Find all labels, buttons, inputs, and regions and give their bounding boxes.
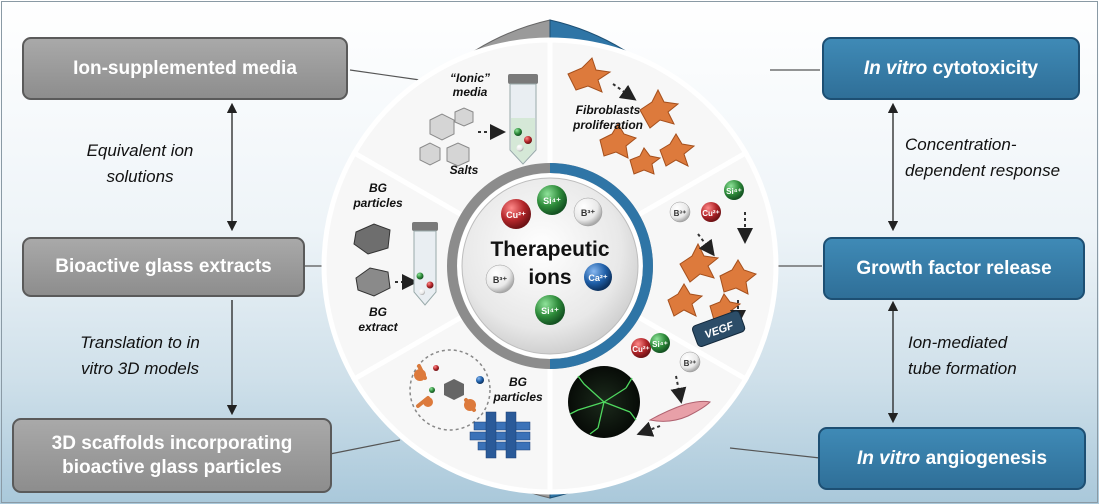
ion-mediated-line1: Ion-mediated (908, 333, 1008, 352)
equivalent-ion-line2: solutions (106, 166, 174, 186)
in-vitro-angiogenesis-box: In vitro angiogenesis (818, 427, 1086, 490)
fibroblasts-label-1: Fibroblasts (576, 103, 641, 117)
ion-si-label: Si⁴⁺ (543, 196, 561, 206)
ion-b-icon (573, 197, 603, 227)
bg-extract-label-1: BG (369, 305, 387, 319)
ion-ca-icon (584, 263, 612, 291)
dotted-arrow (636, 421, 661, 437)
growth-factor-release-label: Growth factor release (856, 257, 1052, 279)
bg-particle-icon (353, 223, 391, 297)
ion-b-icon (669, 201, 691, 223)
angiogenesis-italic-label: In vitro (856, 447, 921, 469)
concentration-note: Concentration- dependent response (905, 132, 1081, 183)
ion-mediated-note: Ion-mediated tube formation (908, 330, 1058, 381)
3d-scaffolds-label-1: 3D scaffolds incorporating (51, 433, 293, 455)
bg-particles-label-1: BG (369, 181, 387, 195)
vessel-network (569, 375, 637, 435)
connector-line (729, 447, 821, 459)
ion-b-label: B³⁺ (493, 275, 507, 285)
translation-line1: Translation to in (80, 333, 200, 352)
salts-label: Salts (450, 163, 479, 177)
ion-si-icon (537, 185, 567, 215)
center-title-line2: ions (528, 266, 571, 289)
vegf-tag: VEGF (691, 310, 746, 347)
ion-mediated-line2: tube formation (908, 358, 1017, 378)
ion-supplemented-media-label: Ion-supplemented media (73, 57, 297, 79)
bg-particles2-label-1: BG (509, 375, 527, 389)
ion-b-icon (485, 264, 515, 294)
test-tube-icon (508, 74, 538, 165)
bg-particles-label-2: particles (352, 196, 403, 210)
3d-scaffolds-label-2: bioactive glass particles (62, 456, 282, 478)
ion-si-icon (535, 295, 565, 325)
translation-line2: vitro 3D models (80, 358, 200, 378)
ion-si-label: Si⁴⁺ (541, 306, 559, 316)
bioactive-glass-extracts-box: Bioactive glass extracts (22, 237, 305, 297)
ion-supplemented-media-box: Ion-supplemented media (22, 37, 348, 100)
connector-line (329, 439, 401, 455)
ion-si-label: Si⁴⁺ (726, 187, 742, 196)
equivalent-ion-note: Equivalent ion solutions (70, 138, 210, 189)
ionic-media-label-1: “Ionic” (450, 71, 490, 85)
ion-cu-label: Cu²⁺ (632, 345, 650, 354)
ion-b-label: B³⁺ (581, 208, 595, 218)
fibroblast-cells (567, 57, 696, 175)
inner-ring-blue (549, 163, 653, 369)
ion-cu-icon (631, 338, 651, 358)
bioactive-glass-extracts-label: Bioactive glass extracts (55, 256, 272, 278)
angiogenesis-label: angiogenesis (920, 447, 1048, 469)
equivalent-ion-line1: Equivalent ion (86, 141, 194, 160)
connector-line (349, 69, 421, 81)
ion-si-label: Si⁴⁺ (652, 340, 668, 349)
ionic-media-label-2: media (453, 85, 488, 99)
cytotoxicity-label: cytotoxicity (927, 57, 1039, 79)
salt-cubes (419, 107, 474, 167)
in-vitro-cytotoxicity-box: In vitro cytotoxicity (822, 37, 1080, 100)
test-tube-icon (412, 222, 438, 306)
center-title-line1: Therapeutic (490, 238, 609, 261)
ion-b-label: B³⁺ (684, 359, 697, 368)
concentration-line1: Concentration- (905, 135, 1017, 154)
center-ions: Cu²⁺ Si⁴⁺ B³⁺ B³⁺ Ca²⁺ Si⁴⁺ (485, 185, 612, 325)
ion-b-icon (679, 351, 701, 373)
cytotoxicity-italic-label: In vitro (863, 57, 928, 79)
ion-cu-icon (701, 202, 721, 222)
ion-si-icon (724, 180, 744, 200)
scaffold-icon (409, 349, 531, 459)
concentration-line2: dependent response (905, 160, 1061, 180)
ion-cu-label: Cu²⁺ (702, 209, 720, 218)
ion-cu-label: Cu²⁺ (506, 210, 526, 220)
ion-ca-label: Ca²⁺ (588, 273, 608, 283)
translation-note: Translation to in vitro 3D models (62, 330, 218, 381)
fibroblasts-label-2: proliferation (572, 118, 643, 132)
bg-particles2-label-2: particles (492, 390, 543, 404)
ion-cu-icon (501, 199, 531, 229)
3d-scaffolds-box: 3D scaffolds incorporating bioactive gla… (12, 418, 332, 493)
growth-factor-release-box: Growth factor release (823, 237, 1085, 300)
ion-si-icon (650, 333, 670, 353)
endothelial-cell-icon (648, 400, 711, 422)
ion-b-label: B³⁺ (674, 209, 687, 218)
bg-extract-label-2: extract (358, 320, 398, 334)
segment-bg-extract (321, 149, 476, 383)
